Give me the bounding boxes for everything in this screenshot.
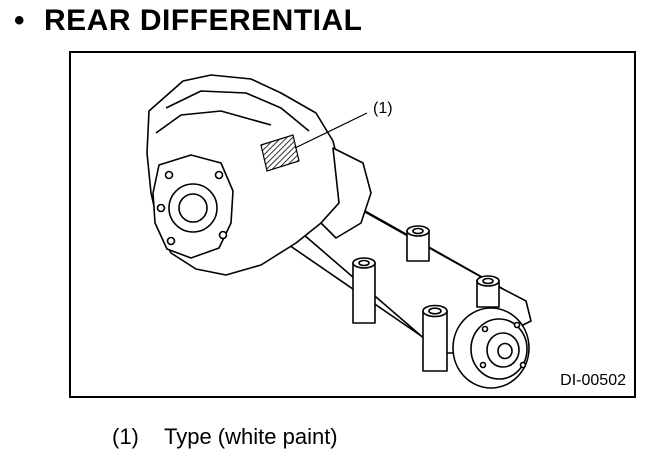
flange-bolt [214, 170, 224, 180]
legend-item-number: (1) [112, 424, 139, 449]
flange-bolt [166, 236, 176, 246]
legend-item: (1) Type (white paint) [112, 424, 338, 450]
legend-item-text: Type (white paint) [164, 424, 338, 449]
figure-frame: (1) DI-00502 [69, 51, 636, 398]
bullet-icon: • [14, 4, 26, 37]
companion-flange [452, 307, 530, 389]
type-paint-mark [260, 134, 300, 172]
mount-boss [352, 257, 376, 324]
side-flange-bore-inner [178, 193, 208, 223]
callout-label: (1) [373, 100, 393, 117]
housing-rib [165, 90, 310, 132]
callout-leader-line [294, 112, 368, 149]
housing-rib [155, 110, 272, 134]
figure-id: DI-00502 [560, 372, 626, 389]
flange-bolt [156, 203, 166, 213]
flange-bolt [164, 170, 174, 180]
mount-boss [476, 275, 500, 308]
section-heading: • REAR DIFFERENTIAL [14, 4, 363, 38]
page-title: REAR DIFFERENTIAL [44, 4, 363, 37]
mount-boss [422, 304, 448, 372]
mount-boss [406, 225, 430, 262]
pinion-nose [320, 147, 372, 239]
rear-differential-illustration [146, 74, 532, 389]
flange-bolt [218, 230, 228, 240]
